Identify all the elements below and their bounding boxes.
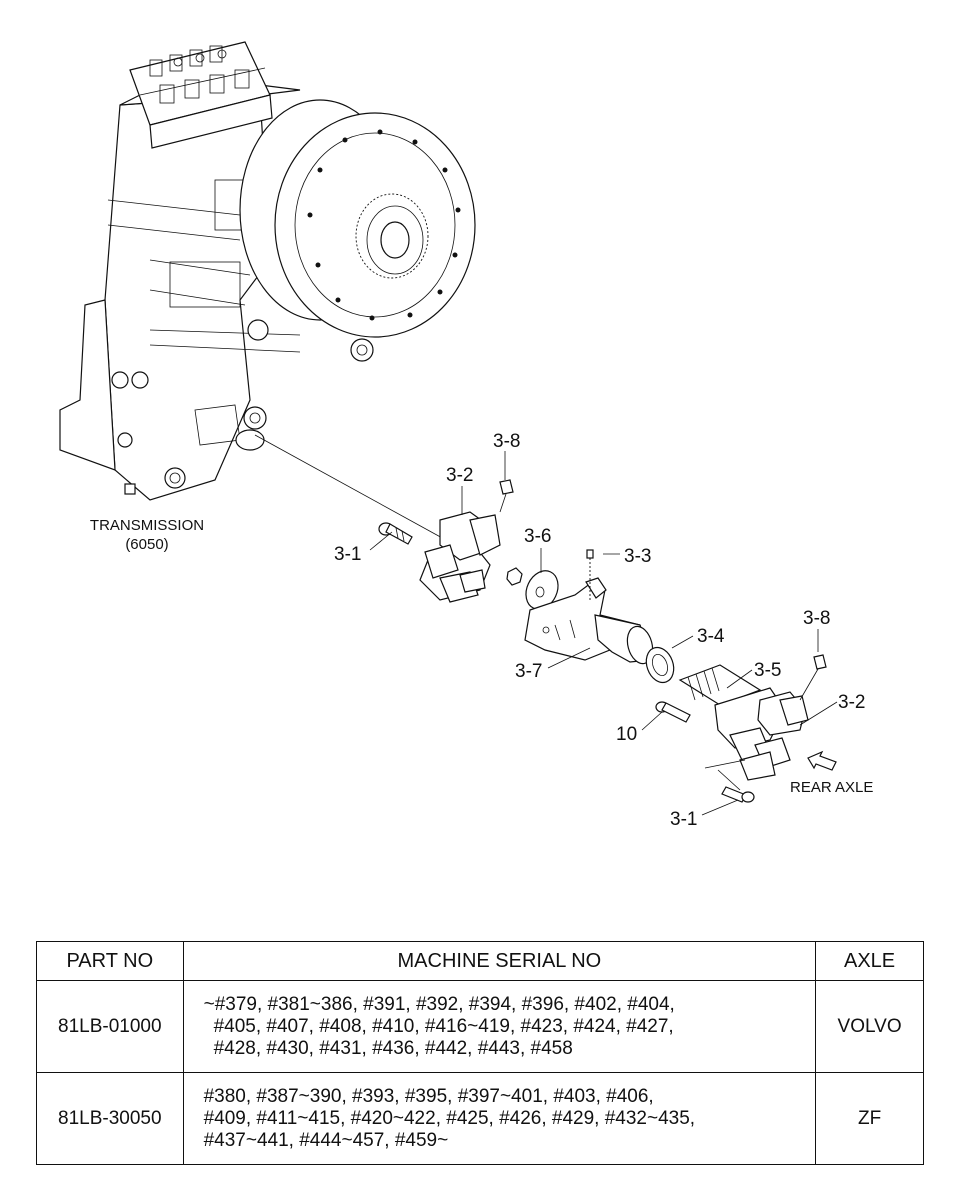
- callout-3-1-top: 3-1: [334, 544, 361, 565]
- direction-arrow-icon: [807, 750, 837, 771]
- part-no-cell: 81LB-30050: [36, 1072, 184, 1165]
- rear-axle-label: REAR AXLE: [790, 779, 873, 796]
- parts-table: PART NO MACHINE SERIAL NO AXLE 81LB-0100…: [36, 941, 924, 1165]
- bolt-10: [655, 701, 691, 723]
- transmission-model-label: (6050): [125, 536, 168, 553]
- transmission-label: TRANSMISSION: [90, 517, 204, 534]
- nut-fastener: [506, 567, 523, 586]
- leader-lines: [369, 451, 838, 816]
- serial-line: #405, #407, #408, #410, #416~419, #423, …: [213, 1015, 674, 1037]
- serial-line: ~#379, #381~386, #391, #392, #394, #396,…: [203, 993, 675, 1015]
- grease-fitting-3-8-top: [499, 479, 514, 513]
- callout-3-3: 3-3: [624, 546, 651, 567]
- serial-line: #437~441, #444~457, #459~: [203, 1129, 449, 1151]
- axle-cell: VOLVO: [815, 980, 924, 1073]
- universal-joint-front: [419, 511, 501, 603]
- callout-3-2-right: 3-2: [838, 692, 865, 713]
- callout-3-8-right: 3-8: [803, 608, 830, 629]
- table-row: 81LB-01000 ~#379, #381~386, #391, #392, …: [36, 980, 924, 1073]
- universal-joint-rear: [729, 691, 809, 781]
- callout-3-4: 3-4: [697, 626, 725, 647]
- serial-no-cell: ~#379, #381~386, #391, #392, #394, #396,…: [182, 980, 817, 1073]
- header-machine-serial-no: MACHINE SERIAL NO: [182, 941, 817, 981]
- callout-10: 10: [616, 724, 637, 745]
- serial-line: #409, #411~415, #420~422, #425, #426, #4…: [203, 1107, 696, 1129]
- assembly-centerline: [254, 434, 456, 546]
- bolt-3-1-top: [378, 522, 413, 545]
- seal-ring-3-4: [645, 646, 675, 684]
- bolt-3-1-bottom: [717, 769, 755, 803]
- slip-yoke-3-7: [524, 577, 654, 665]
- header-axle: AXLE: [815, 941, 924, 981]
- callout-3-1-bottom: 3-1: [670, 809, 697, 830]
- callout-3-5: 3-5: [754, 660, 781, 681]
- transmission-drawing: [59, 41, 476, 501]
- axle-cell: ZF: [815, 1072, 924, 1165]
- washer-3-6: [525, 570, 559, 610]
- callout-3-2-top: 3-2: [446, 465, 473, 486]
- exploded-parts-diagram: TRANSMISSION (6050) REAR AXLE 3-8 3-2 3-…: [59, 41, 873, 830]
- grease-fitting-3-8-right: [799, 654, 827, 701]
- serial-no-cell: #380, #387~390, #393, #395, #397~401, #4…: [182, 1072, 817, 1165]
- serial-line: #428, #430, #431, #436, #442, #443, #458: [213, 1037, 573, 1059]
- table-header-row: PART NO MACHINE SERIAL NO AXLE: [36, 941, 924, 981]
- table-row: 81LB-30050 #380, #387~390, #393, #395, #…: [36, 1072, 924, 1165]
- grease-nipple-3-3: [586, 549, 594, 600]
- callout-3-6: 3-6: [524, 526, 551, 547]
- serial-line: #380, #387~390, #393, #395, #397~401, #4…: [203, 1085, 654, 1107]
- header-part-no: PART NO: [36, 941, 184, 981]
- callout-3-8-top: 3-8: [493, 431, 520, 452]
- callout-3-7: 3-7: [515, 661, 542, 682]
- part-no-cell: 81LB-01000: [36, 980, 184, 1073]
